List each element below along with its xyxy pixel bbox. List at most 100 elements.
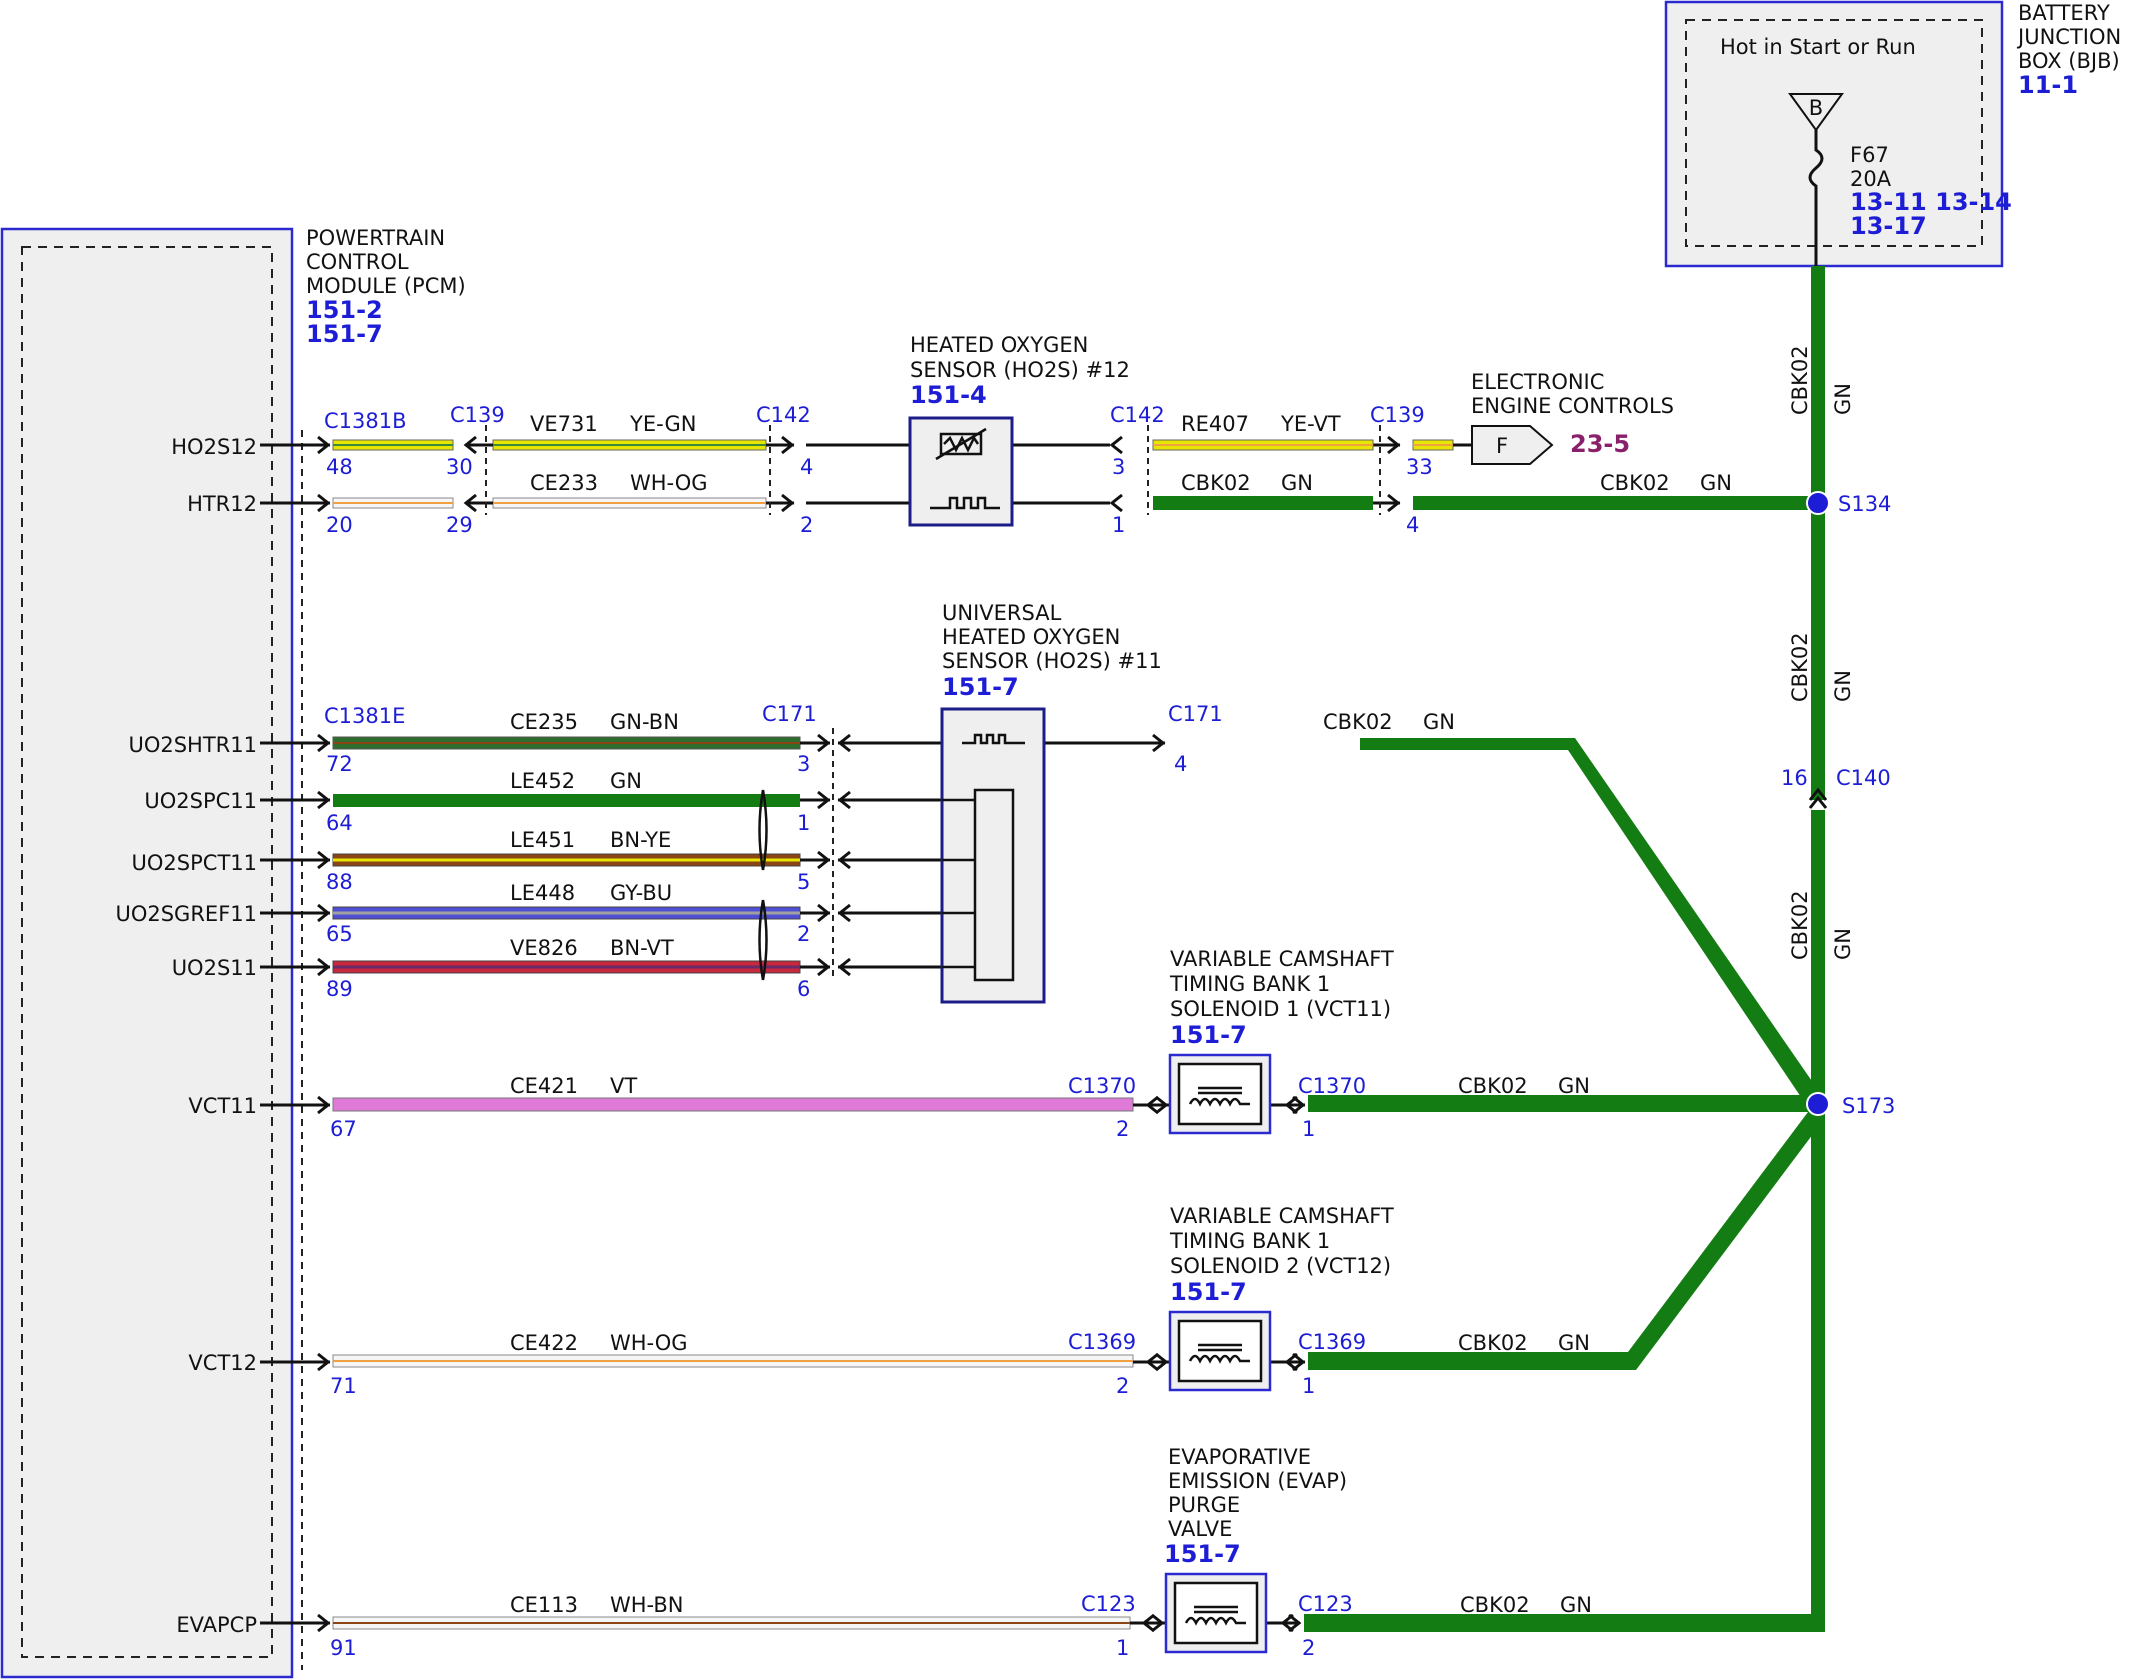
- pin-88: 88: [326, 870, 353, 894]
- circuit-le451-color: BN-YE: [610, 828, 671, 852]
- evap-ref[interactable]: 151-7: [1164, 1540, 1241, 1568]
- bjb-title-2: JUNCTION: [2016, 25, 2121, 49]
- bjb-title-1: BATTERY: [2018, 1, 2110, 25]
- circuit-le448-id: LE448: [510, 881, 575, 905]
- circuit-ce233-color: WH-OG: [630, 471, 708, 495]
- circuit-cbk02-vct12-color: GN: [1558, 1331, 1590, 1355]
- connector-c123-a[interactable]: C123: [1081, 1592, 1136, 1616]
- eec-title-2: ENGINE CONTROLS: [1471, 394, 1674, 418]
- pin-91: 91: [330, 1636, 357, 1660]
- vct12-ref[interactable]: 151-7: [1170, 1278, 1247, 1306]
- pcm-pin-stubs: [260, 435, 331, 1633]
- ho2s12-title-2: SENSOR (HO2S) #12: [910, 358, 1130, 382]
- connector-c1370-b[interactable]: C1370: [1298, 1074, 1366, 1098]
- connector-c139-a[interactable]: C139: [450, 403, 505, 427]
- connector-c171-b[interactable]: C171: [1168, 702, 1223, 726]
- pin-71: 71: [330, 1374, 357, 1398]
- connector-c1381b[interactable]: C1381B: [324, 409, 407, 433]
- pin-1-a: 1: [1112, 513, 1125, 537]
- splice-s173-dot: [1806, 1092, 1830, 1116]
- circuit-ce422-id: CE422: [510, 1331, 578, 1355]
- pcm-pin-uo2spct11: UO2SPCT11: [132, 851, 257, 875]
- connector-c1370-a[interactable]: C1370: [1068, 1074, 1136, 1098]
- connector-c142-b[interactable]: C142: [1110, 403, 1165, 427]
- circuit-v2-id: CBK02: [1788, 632, 1812, 702]
- vct11-circuit: VARIABLE CAMSHAFT TIMING BANK 1 SOLENOID…: [330, 947, 1590, 1141]
- circuit-cbk02-evap-id: CBK02: [1460, 1593, 1530, 1617]
- pcm-module: POWERTRAIN CONTROL MODULE (PCM) 151-2 15…: [0, 226, 466, 1679]
- connector-c1381e[interactable]: C1381E: [324, 704, 405, 728]
- connector-c139-b[interactable]: C139: [1370, 403, 1425, 427]
- connector-c1369-a[interactable]: C1369: [1068, 1330, 1136, 1354]
- circuit-v1-id: CBK02: [1788, 345, 1812, 415]
- pcm-title-3: MODULE (PCM): [306, 274, 466, 298]
- pin-20: 20: [326, 513, 353, 537]
- pin-1-b: 1: [797, 811, 810, 835]
- circuit-re407-color: YE-VT: [1280, 412, 1341, 436]
- circuit-re407-id: RE407: [1181, 412, 1249, 436]
- circuit-cbk02-ho2s-color: GN: [1281, 471, 1313, 495]
- pin-3-b: 3: [797, 752, 810, 776]
- pin-30: 30: [446, 455, 473, 479]
- pin-2-b: 2: [797, 922, 810, 946]
- circuit-le451-id: LE451: [510, 828, 575, 852]
- uho2s11-title-2: HEATED OXYGEN: [942, 625, 1120, 649]
- fuse-ref-2[interactable]: 13-17: [1850, 212, 1927, 240]
- uho2s11-title-1: UNIVERSAL: [942, 601, 1062, 625]
- circuit-ce235-color: GN-BN: [610, 710, 679, 734]
- pcm-title-2: CONTROL: [306, 250, 409, 274]
- vct11-title-1: VARIABLE CAMSHAFT: [1170, 947, 1394, 971]
- pin-1-d: 1: [1302, 1374, 1315, 1398]
- uho2s11-ref[interactable]: 151-7: [942, 673, 1019, 701]
- evap-title-3: PURGE: [1168, 1493, 1240, 1517]
- evap-title-1: EVAPORATIVE: [1168, 1445, 1311, 1469]
- circuit-ce113-color: WH-BN: [610, 1593, 684, 1617]
- connector-c140[interactable]: C140: [1836, 766, 1891, 790]
- circuit-cbk02-vct12-id: CBK02: [1458, 1331, 1528, 1355]
- fuse-ref-1[interactable]: 13-11 13-14: [1850, 188, 2012, 216]
- circuit-le452-color: GN: [610, 769, 642, 793]
- circuit-v2-color: GN: [1831, 670, 1855, 702]
- pcm-title-1: POWERTRAIN: [306, 226, 445, 250]
- circuit-ce233-id: CE233: [530, 471, 598, 495]
- uho2s11-sensor-box: [940, 707, 1046, 1004]
- fuse-icon: [1808, 130, 1824, 266]
- circuit-ce422-color: WH-OG: [610, 1331, 688, 1355]
- pin-64: 64: [326, 811, 353, 835]
- pin-3-a: 3: [1112, 455, 1125, 479]
- solenoid-coil-icon: [1184, 1605, 1246, 1626]
- connector-c171-a[interactable]: C171: [762, 702, 817, 726]
- splice-s173[interactable]: S173: [1842, 1094, 1895, 1118]
- evap-circuit: EVAPORATIVE EMISSION (EVAP) PURGE VALVE …: [330, 1445, 1592, 1660]
- pin-2-d: 2: [1116, 1374, 1129, 1398]
- pin-1-c: 1: [1302, 1117, 1315, 1141]
- connector-c1369-b[interactable]: C1369: [1298, 1330, 1366, 1354]
- pcm-pin-uo2s11: UO2S11: [172, 956, 257, 980]
- circuit-le448-color: GY-BU: [610, 881, 672, 905]
- pcm-ref-1[interactable]: 151-2: [306, 296, 383, 324]
- connector-c123-b[interactable]: C123: [1298, 1592, 1353, 1616]
- eec-title-1: ELECTRONIC: [1471, 370, 1604, 394]
- connector-c142-a[interactable]: C142: [756, 403, 811, 427]
- circuit-ce235-id: CE235: [510, 710, 578, 734]
- pcm-pin-htr12: HTR12: [187, 492, 257, 516]
- bus-triangle-icon: [1788, 93, 1844, 132]
- vct11-title-2: TIMING BANK 1: [1169, 972, 1330, 996]
- heater-icon-uho2s: [962, 733, 1025, 745]
- circuit-cbk02-s134-color: GN: [1700, 471, 1732, 495]
- thermistor-icon: [935, 427, 987, 461]
- evap-title-4: VALVE: [1168, 1517, 1232, 1541]
- pin-4-c: 4: [1174, 752, 1187, 776]
- pcm-ref-2[interactable]: 151-7: [306, 320, 383, 348]
- eec-ref[interactable]: 23-5: [1570, 430, 1630, 458]
- pin-2-e: 2: [1302, 1636, 1315, 1660]
- pin-48: 48: [326, 455, 353, 479]
- pcm-pin-uo2sgref11: UO2SGREF11: [115, 902, 257, 926]
- splice-s134[interactable]: S134: [1838, 492, 1891, 516]
- vct11-ref[interactable]: 151-7: [1170, 1021, 1247, 1049]
- ho2s12-ref[interactable]: 151-4: [910, 381, 987, 409]
- vct12-title-2: TIMING BANK 1: [1169, 1229, 1330, 1253]
- pin-5: 5: [797, 870, 810, 894]
- bjb-ref[interactable]: 11-1: [2018, 71, 2078, 99]
